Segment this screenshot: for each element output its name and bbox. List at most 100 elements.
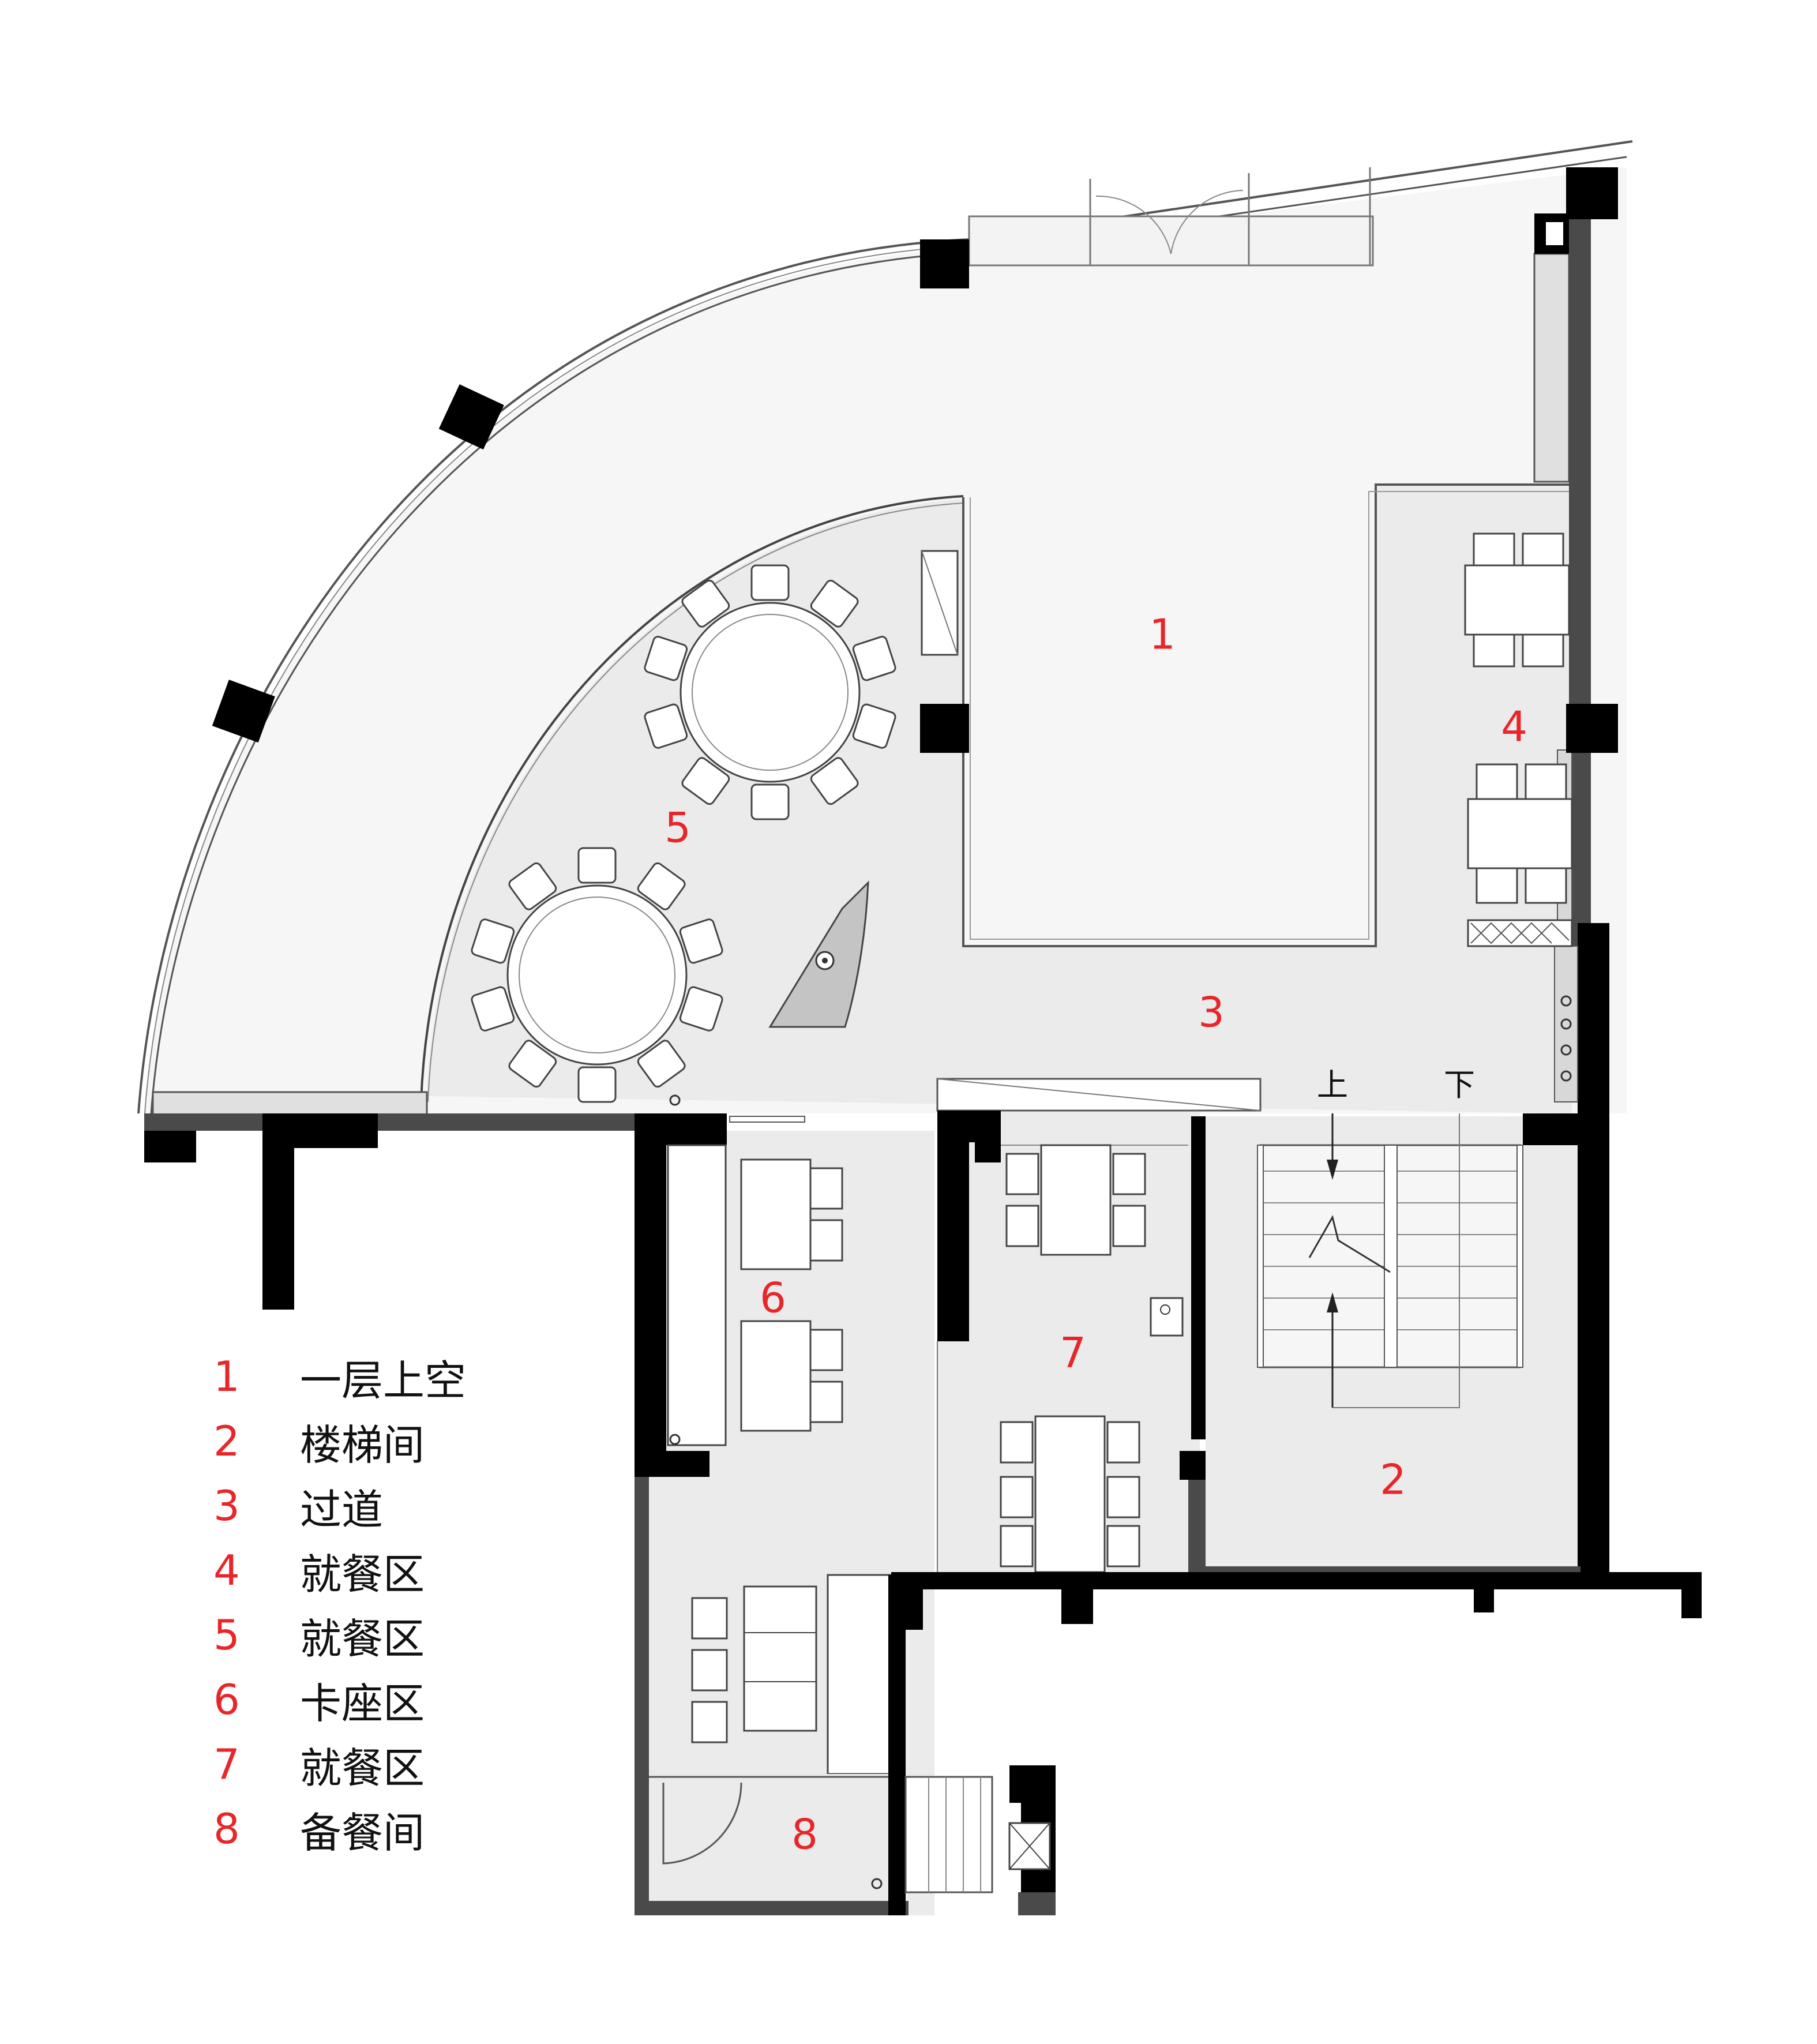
chair xyxy=(644,703,688,749)
legend-item: 1 一层上空 xyxy=(213,1344,617,1409)
door-swing-right xyxy=(1170,190,1244,254)
chair xyxy=(577,1066,617,1103)
legend-number: 4 xyxy=(213,1546,240,1595)
chair xyxy=(852,703,896,749)
legend-item: 8 备餐间 xyxy=(213,1797,617,1861)
booth-counter xyxy=(667,1144,727,1446)
chair xyxy=(679,986,723,1032)
legend-item: 6 卡座区 xyxy=(213,1667,617,1732)
legend-name: 一层上空 xyxy=(300,1356,467,1405)
chair xyxy=(471,986,515,1032)
curtain-wall-outer xyxy=(137,140,1633,1114)
column xyxy=(1566,704,1618,753)
legend-item: 2 楼梯间 xyxy=(213,1409,617,1473)
service-counter xyxy=(827,1574,892,1775)
zone4-shelf xyxy=(1467,919,1573,947)
room-number-6: 6 xyxy=(760,1274,786,1322)
curtain-wall-inner xyxy=(150,156,1627,1114)
legend-number: 3 xyxy=(213,1482,240,1530)
door-swing-left xyxy=(1095,195,1172,254)
round-table-lower xyxy=(506,884,688,1066)
legend-name: 备餐间 xyxy=(300,1808,425,1857)
chair xyxy=(681,757,730,805)
column xyxy=(920,704,969,753)
stair-up-label: 上 xyxy=(1317,1067,1348,1103)
legend-name: 就餐区 xyxy=(300,1614,425,1663)
chair xyxy=(471,918,515,964)
stair-down-line xyxy=(1332,1113,1460,1408)
legend-item: 7 就餐区 xyxy=(213,1732,617,1797)
legend-name: 就餐区 xyxy=(300,1743,425,1792)
void-outline-inner xyxy=(970,491,1572,940)
column xyxy=(920,239,969,288)
chair xyxy=(644,636,688,681)
chair xyxy=(750,783,790,820)
legend-name: 就餐区 xyxy=(300,1550,425,1599)
lower-table xyxy=(743,1585,817,1732)
legend-name: 卡座区 xyxy=(300,1679,425,1728)
legend-number: 2 xyxy=(213,1417,240,1465)
booth-table xyxy=(740,1158,812,1270)
round-table-chairs xyxy=(471,847,723,1103)
legend-number: 8 xyxy=(213,1805,240,1853)
entry-glass xyxy=(968,215,1374,267)
room-number-1: 1 xyxy=(1149,610,1176,659)
sink xyxy=(1150,1297,1184,1337)
chair xyxy=(508,862,557,910)
legend-item: 3 过道 xyxy=(213,1473,617,1538)
chair xyxy=(577,847,617,884)
zone4-table xyxy=(1464,564,1570,636)
booth-table xyxy=(740,1320,812,1432)
legend: 1 一层上空 2 楼梯间 3 过道 4 就餐区 5 就餐区 6 卡座区 7 就餐… xyxy=(213,1344,617,1861)
zone4-table xyxy=(1467,798,1573,869)
door-swing-pantry xyxy=(662,1782,742,1865)
legend-item: 4 就餐区 xyxy=(213,1538,617,1603)
room-number-3: 3 xyxy=(1198,988,1225,1037)
room-number-2: 2 xyxy=(1380,1456,1406,1504)
stair-wall-top xyxy=(1523,1113,1609,1145)
room-number-7: 7 xyxy=(1060,1329,1086,1377)
chair xyxy=(508,1040,557,1088)
void-fill xyxy=(971,498,1368,938)
stair-down-label: 下 xyxy=(1444,1067,1475,1103)
stair-break xyxy=(1308,1215,1391,1273)
legend-number: 7 xyxy=(213,1740,240,1788)
chair xyxy=(750,564,790,601)
curtain-wall-mid xyxy=(144,245,970,1114)
round-table-chairs xyxy=(644,564,896,820)
chair xyxy=(637,1040,686,1088)
legend-name: 楼梯间 xyxy=(300,1420,425,1469)
void-outline xyxy=(962,483,1572,947)
chair xyxy=(681,579,730,628)
legend-item: 5 就餐区 xyxy=(213,1603,617,1667)
column xyxy=(212,680,275,743)
column xyxy=(1566,167,1618,219)
chair xyxy=(637,862,686,910)
legend-number: 5 xyxy=(213,1611,240,1659)
left-wall xyxy=(144,1113,635,1131)
zone8-wall-right xyxy=(888,1575,906,1915)
right-wall-hatch xyxy=(1533,253,1570,483)
steps xyxy=(904,1776,993,1893)
zone6-wall-left xyxy=(635,1113,666,1477)
legend-number: 6 xyxy=(213,1675,240,1724)
chair xyxy=(810,579,859,628)
stair-run-right xyxy=(1389,1144,1521,1368)
zone5-curve2 xyxy=(427,502,964,1102)
legend-name: 过道 xyxy=(300,1485,384,1534)
zone7-table xyxy=(1034,1415,1106,1573)
left-bottom-hatch xyxy=(152,1091,428,1116)
right-wall-hatch3 xyxy=(1554,946,1578,1102)
stair-run-left xyxy=(1259,1144,1391,1368)
room-number-4: 4 xyxy=(1501,703,1527,751)
room-number-5: 5 xyxy=(665,804,691,852)
zone7-table xyxy=(1040,1144,1112,1256)
round-table-upper xyxy=(680,602,861,783)
zone5-curve xyxy=(420,495,964,1102)
room-number-8: 8 xyxy=(791,1810,818,1859)
chair xyxy=(852,636,896,681)
chair xyxy=(810,757,859,805)
column xyxy=(1546,222,1563,245)
legend-number: 1 xyxy=(213,1352,240,1401)
